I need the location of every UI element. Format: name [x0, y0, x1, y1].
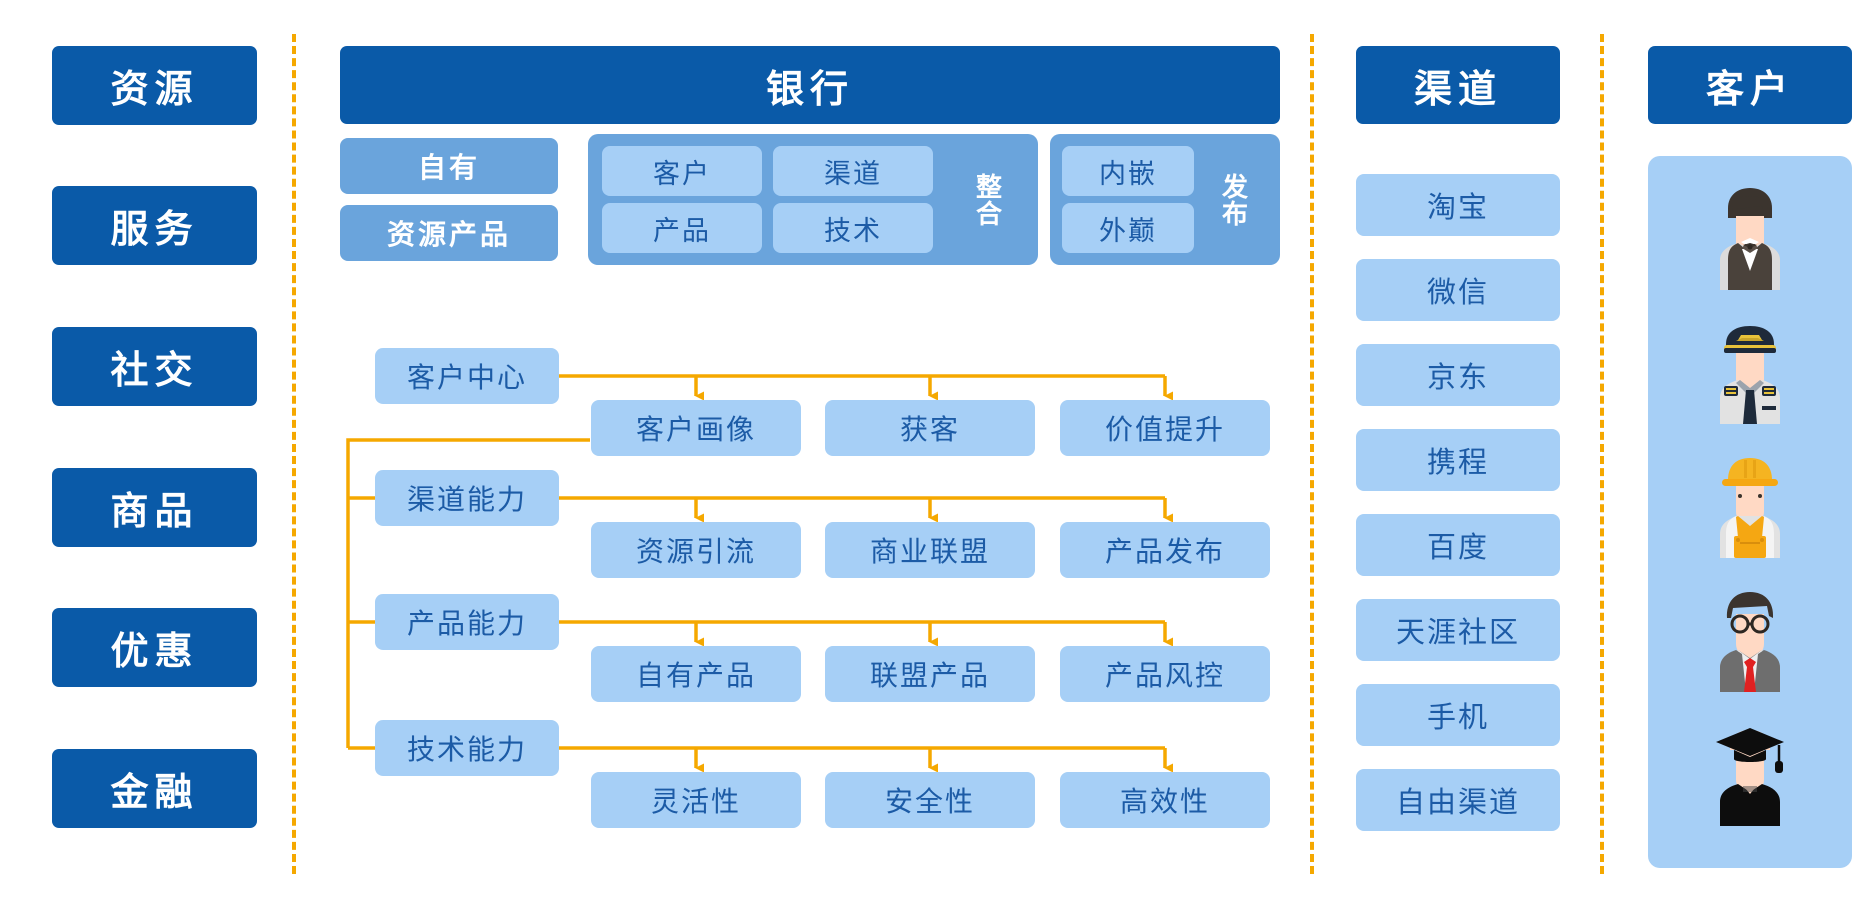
integration-item-0[interactable]: 客户 — [602, 146, 762, 196]
channel-item-5[interactable]: 天涯社区 — [1356, 599, 1560, 661]
flow-source-0[interactable]: 客户中心 — [375, 348, 559, 404]
flow-target-2-1[interactable]: 联盟产品 — [825, 646, 1035, 702]
bank-title: 银行 — [340, 46, 1280, 124]
publish-item-0[interactable]: 内嵌 — [1062, 146, 1194, 196]
integration-side-label: 整合 — [972, 173, 1003, 227]
category-item-3[interactable]: 商品 — [52, 468, 257, 547]
flow-source-1[interactable]: 渠道能力 — [375, 470, 559, 526]
integration-item-2[interactable]: 产品 — [602, 203, 762, 253]
integration-item-1[interactable]: 渠道 — [773, 146, 933, 196]
bank-own-item-1[interactable]: 资源产品 — [340, 205, 558, 261]
integration-item-3[interactable]: 技术 — [773, 203, 933, 253]
category-item-1[interactable]: 服务 — [52, 186, 257, 265]
channel-item-3[interactable]: 携程 — [1356, 429, 1560, 491]
flow-target-0-2[interactable]: 价值提升 — [1060, 400, 1270, 456]
flow-source-2[interactable]: 产品能力 — [375, 594, 559, 650]
construction-worker-avatar — [1690, 446, 1810, 566]
flow-target-1-1[interactable]: 商业联盟 — [825, 522, 1035, 578]
flow-target-3-1[interactable]: 安全性 — [825, 772, 1035, 828]
flow-target-2-2[interactable]: 产品风控 — [1060, 646, 1270, 702]
publish-side-label: 发布 — [1218, 173, 1249, 227]
flow-target-2-0[interactable]: 自有产品 — [591, 646, 801, 702]
channel-item-1[interactable]: 微信 — [1356, 259, 1560, 321]
category-item-2[interactable]: 社交 — [52, 327, 257, 406]
flow-target-1-0[interactable]: 资源引流 — [591, 522, 801, 578]
flow-source-3[interactable]: 技术能力 — [375, 720, 559, 776]
divider-left — [292, 34, 296, 874]
pilot-avatar — [1690, 312, 1810, 432]
channel-item-0[interactable]: 淘宝 — [1356, 174, 1560, 236]
flow-target-3-0[interactable]: 灵活性 — [591, 772, 801, 828]
publish-item-1[interactable]: 外巅 — [1062, 203, 1194, 253]
flow-target-1-2[interactable]: 产品发布 — [1060, 522, 1270, 578]
bank-own-item-0[interactable]: 自有 — [340, 138, 558, 194]
businessman-avatar — [1690, 580, 1810, 700]
divider-right — [1600, 34, 1604, 874]
category-item-5[interactable]: 金融 — [52, 749, 257, 828]
divider-middle — [1310, 34, 1314, 874]
channel-item-7[interactable]: 自由渠道 — [1356, 769, 1560, 831]
channel-item-2[interactable]: 京东 — [1356, 344, 1560, 406]
flow-target-0-0[interactable]: 客户画像 — [591, 400, 801, 456]
category-item-4[interactable]: 优惠 — [52, 608, 257, 687]
waiter-avatar — [1690, 178, 1810, 298]
customer-title: 客户 — [1648, 46, 1852, 124]
channel-title: 渠道 — [1356, 46, 1560, 124]
flow-target-0-1[interactable]: 获客 — [825, 400, 1035, 456]
graduate-avatar — [1690, 714, 1810, 834]
flow-target-3-2[interactable]: 高效性 — [1060, 772, 1270, 828]
channel-item-6[interactable]: 手机 — [1356, 684, 1560, 746]
channel-item-4[interactable]: 百度 — [1356, 514, 1560, 576]
category-item-0[interactable]: 资源 — [52, 46, 257, 125]
